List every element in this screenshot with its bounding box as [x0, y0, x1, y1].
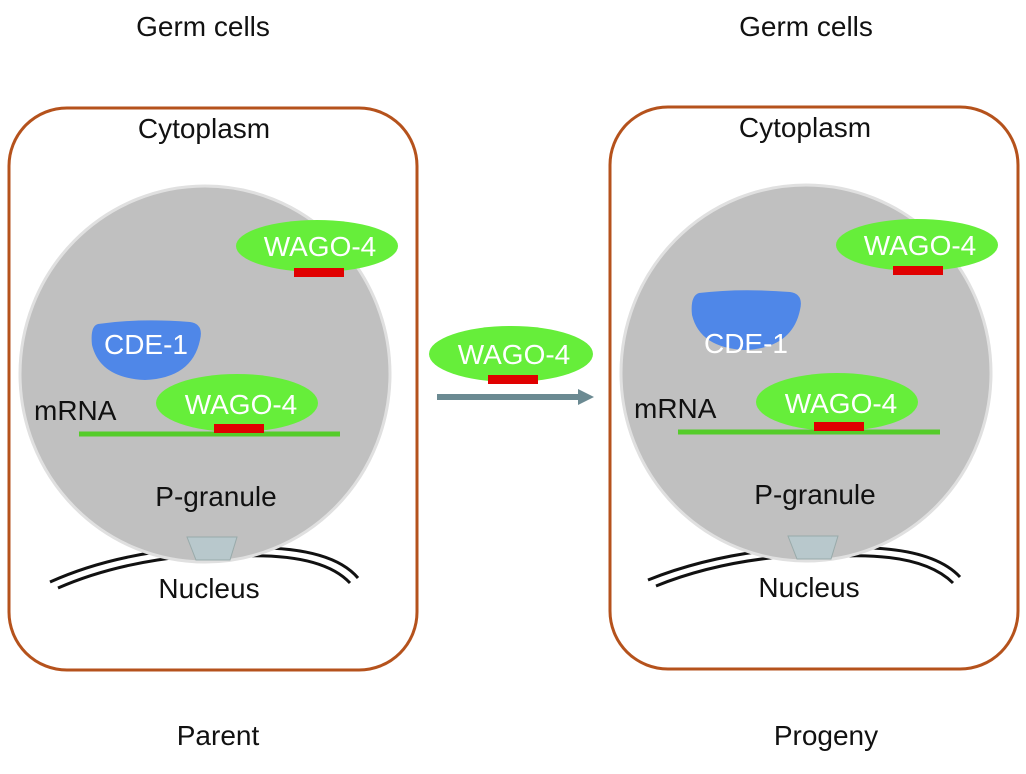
nuclear-pore — [186, 536, 238, 561]
sirna-free — [893, 266, 943, 275]
wago4-transfer — [429, 326, 593, 382]
cytoplasm-label: Cytoplasm — [739, 112, 871, 143]
sirna-bound — [214, 424, 264, 433]
cde1-label: CDE-1 — [704, 328, 788, 359]
germ-cells-header: Germ cells — [136, 11, 270, 42]
nucleus-label: Nucleus — [158, 573, 259, 604]
sirna-transfer — [488, 375, 538, 384]
sirna-bound — [814, 422, 864, 431]
wago4-bound-label: WAGO-4 — [185, 389, 298, 420]
germ-cells-header: Germ cells — [739, 11, 873, 42]
transfer: WAGO-4 — [429, 326, 594, 405]
nuclear-pore — [787, 535, 839, 560]
cell-border — [608, 105, 1020, 671]
p-granule-label: P-granule — [754, 479, 875, 510]
parent-caption: Parent — [177, 720, 260, 751]
cde1-label: CDE-1 — [104, 329, 188, 360]
cytoplasm-label: Cytoplasm — [138, 113, 270, 144]
wago4-free-label: WAGO-4 — [864, 230, 977, 261]
wago4-transfer-label: WAGO-4 — [458, 339, 571, 370]
arrow-head-icon — [578, 389, 594, 405]
progeny-caption: Progeny — [774, 720, 878, 751]
nucleus-label: Nucleus — [758, 572, 859, 603]
wago4-free-label: WAGO-4 — [264, 231, 377, 262]
wago4-bound-label: WAGO-4 — [785, 388, 898, 419]
cde1-blob — [691, 290, 801, 350]
wago4-bound — [756, 373, 918, 431]
wago4-free — [836, 219, 998, 271]
mrna-label: mRNA — [34, 395, 117, 426]
cde1-blob — [91, 320, 201, 380]
p-granule-label: P-granule — [155, 481, 276, 512]
p-granule — [18, 184, 392, 564]
sirna-free — [294, 268, 344, 277]
panel-parent: Germ cells Cytoplasm WAGO-4 CDE-1 mRNA W… — [7, 11, 419, 751]
p-granule — [619, 183, 993, 563]
wago4-free — [236, 220, 398, 272]
wago4-bound — [156, 374, 318, 432]
mrna-label: mRNA — [634, 393, 717, 424]
panel-progeny: Germ cells Cytoplasm WAGO-4 CDE-1 mRNA W… — [608, 11, 1020, 751]
cell-border — [7, 106, 419, 672]
